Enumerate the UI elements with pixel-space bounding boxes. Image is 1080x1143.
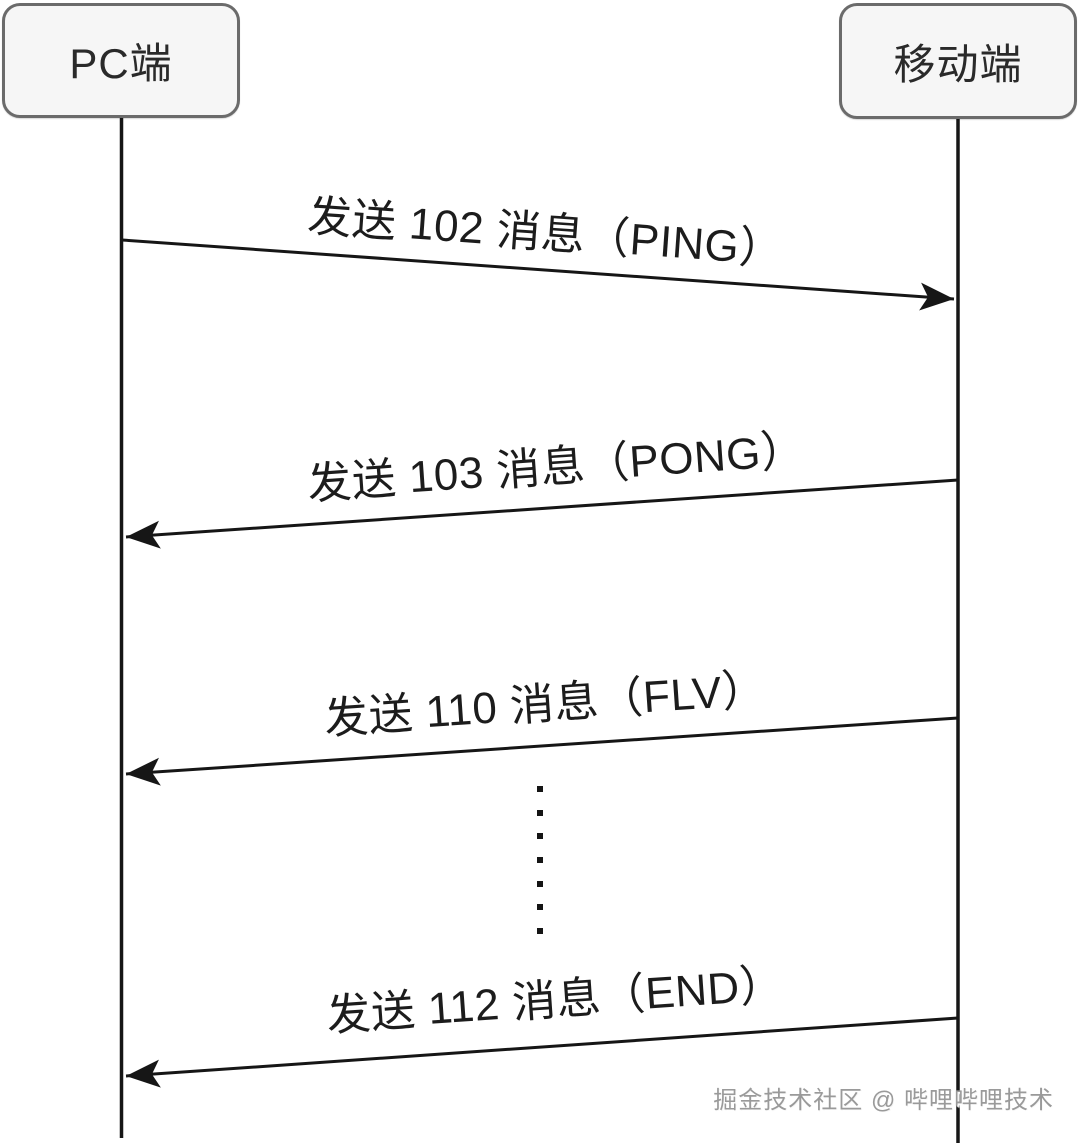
ellipsis-dot	[537, 833, 543, 840]
message-arrow-flv	[125, 716, 959, 786]
ellipsis-dot	[537, 786, 543, 792]
actor-box-pc: PC端	[2, 3, 240, 118]
message-arrow-ping	[121, 238, 955, 311]
ellipsis-dot	[537, 809, 543, 816]
actor-label-mobile: 移动端	[893, 40, 1023, 88]
ellipsis-dot	[537, 857, 543, 864]
vertical-ellipsis	[537, 786, 543, 935]
actor-box-mobile: 移动端	[839, 3, 1077, 119]
actor-label-pc: PC端	[69, 40, 173, 87]
message-arrow-end	[125, 1016, 959, 1088]
ellipsis-dot	[537, 928, 543, 935]
ellipsis-dot	[537, 880, 543, 887]
ellipsis-dot	[537, 904, 543, 911]
message-arrow-pong	[125, 478, 959, 549]
watermark-text: 掘金技术社区 @ 哔哩哔哩技术	[713, 1087, 1054, 1114]
